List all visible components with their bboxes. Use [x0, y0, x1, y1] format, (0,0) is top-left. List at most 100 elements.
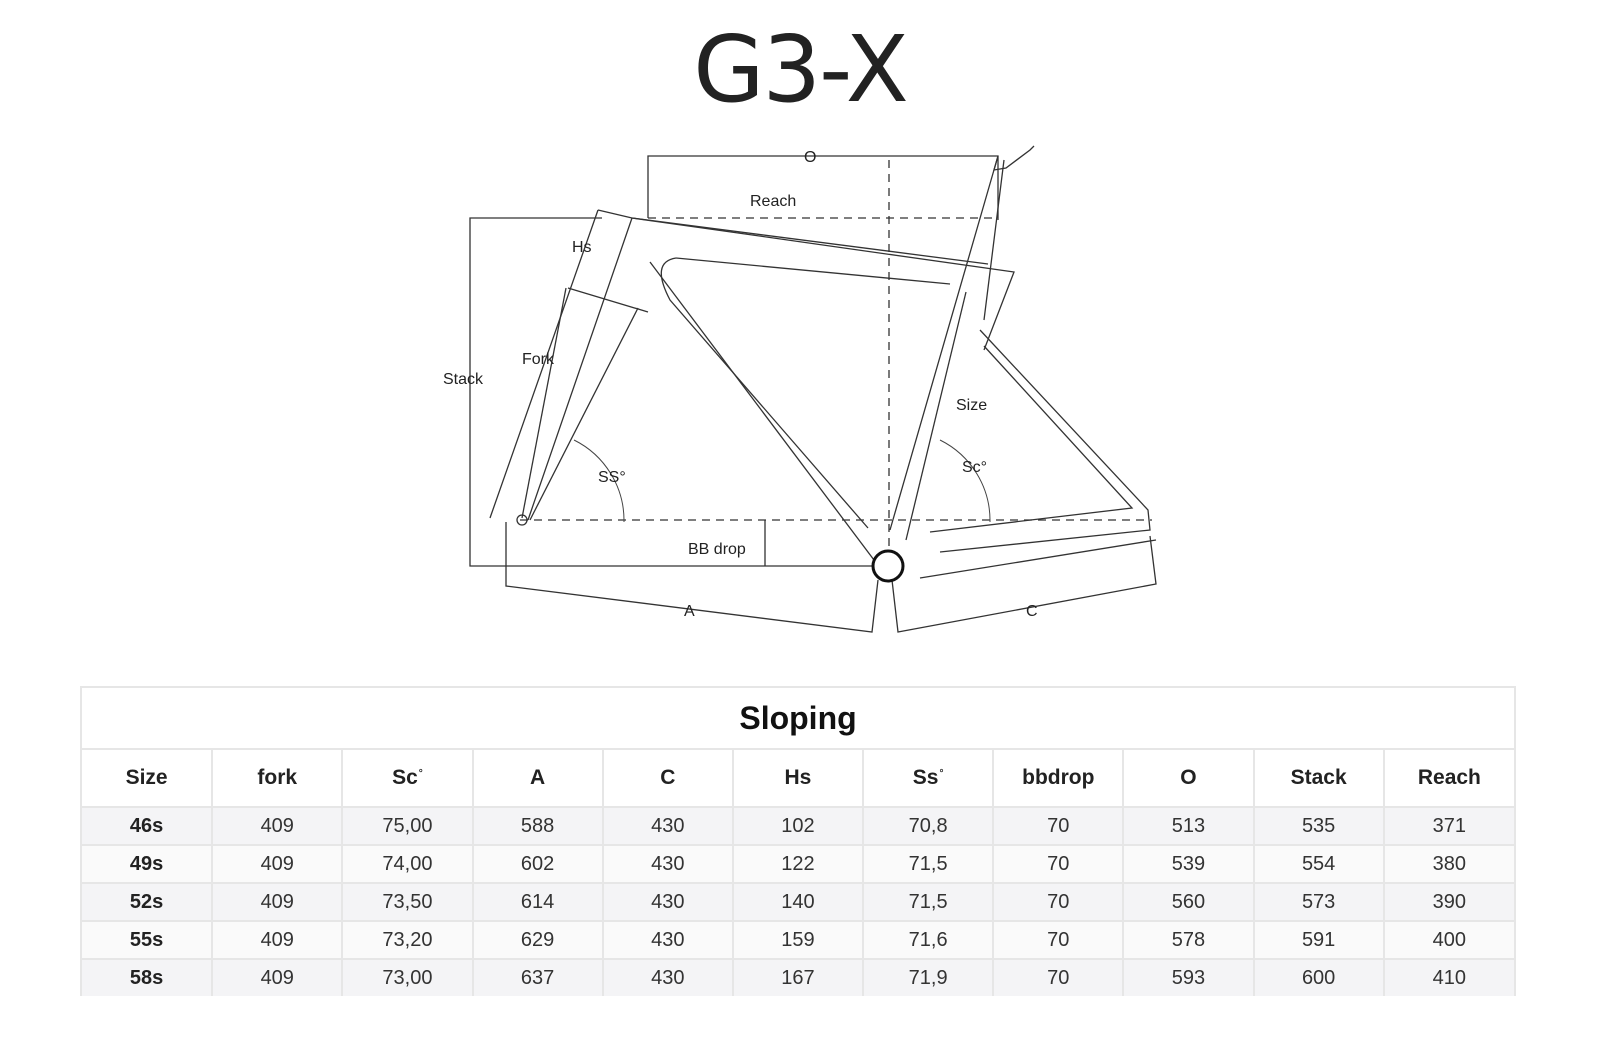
table-cell: 75,00 — [342, 807, 474, 846]
table-cell: 629 — [472, 921, 604, 960]
table-cell: 140 — [732, 883, 865, 922]
reach-label: Reach — [750, 193, 796, 210]
table-cell: 600 — [1253, 959, 1385, 996]
table-cell: 70 — [993, 921, 1125, 960]
table-cell: 74,00 — [342, 845, 474, 884]
table-cell: 71,5 — [863, 883, 995, 922]
table-cell: 102 — [732, 807, 865, 846]
table-cell: 535 — [1253, 807, 1385, 846]
brand-logo: G3-X — [693, 16, 908, 123]
column-header-c: C — [602, 750, 734, 808]
o-label: O — [804, 149, 816, 166]
column-header-label: Stack — [1290, 766, 1347, 789]
down-tube — [660, 257, 869, 529]
chain-stay — [929, 345, 1134, 533]
seat-tube-front — [889, 155, 999, 531]
column-header-label: Hs — [784, 766, 812, 789]
size-cell: 55s — [82, 921, 214, 960]
fork-leg-2 — [529, 307, 639, 521]
degree-mark: ° — [418, 768, 423, 779]
column-header-label: C — [660, 766, 676, 789]
ss-label: SS° — [598, 469, 626, 486]
table-cell: 400 — [1383, 921, 1514, 960]
table-cell: 409 — [212, 959, 344, 996]
fork-label: Fork — [522, 351, 555, 368]
table-cell: 73,00 — [342, 959, 474, 996]
table-cell: 371 — [1383, 807, 1514, 846]
size-cell: 46s — [82, 807, 214, 846]
ss-angle-arc — [573, 439, 625, 523]
bb-drop-label: BB drop — [688, 541, 746, 558]
column-header-label: Ss — [912, 766, 939, 789]
table-cell: 73,20 — [342, 921, 474, 960]
seat-tube-lower — [905, 291, 967, 541]
table-cell: 409 — [212, 845, 344, 884]
table-cell: 380 — [1383, 845, 1514, 884]
table-cell: 539 — [1123, 845, 1255, 884]
table-cell: 409 — [212, 921, 344, 960]
front-axle — [516, 514, 528, 526]
column-header-ss: Ss° — [863, 750, 995, 808]
seat-tube-back — [983, 159, 1005, 321]
stack-label: Stack — [443, 371, 484, 388]
table-cell: 73,50 — [342, 883, 474, 922]
degree-mark: ° — [939, 768, 944, 779]
size-cell: 52s — [82, 883, 214, 922]
a-dimension-line — [505, 522, 879, 633]
table-cell: 588 — [472, 807, 604, 846]
table-cell: 578 — [1123, 921, 1255, 960]
column-header-stack: Stack — [1253, 750, 1385, 808]
table-cell: 159 — [732, 921, 865, 960]
table-cell: 430 — [602, 959, 734, 996]
table-cell: 122 — [732, 845, 865, 884]
seat-stay — [939, 329, 1151, 553]
column-header-sc: Sc° — [342, 750, 474, 808]
frame-geometry-diagram: O Reach Hs Fork Stack Size SS° Sc° BB dr… — [443, 145, 1157, 633]
table-cell: 70 — [993, 845, 1125, 884]
down-tube-back — [649, 261, 881, 569]
size-cell: 58s — [82, 959, 214, 996]
sc-label: Sc° — [962, 459, 987, 476]
table-cell: 430 — [602, 883, 734, 922]
a-label: A — [684, 603, 695, 620]
table-cell: 410 — [1383, 959, 1514, 996]
bottom-bracket — [871, 549, 905, 583]
table-cell: 430 — [602, 807, 734, 846]
table-cell: 602 — [472, 845, 604, 884]
table-cell: 70 — [993, 807, 1125, 846]
table-cell: 593 — [1123, 959, 1255, 996]
column-header-size: Size — [82, 750, 214, 808]
table-cell: 71,5 — [863, 845, 995, 884]
hs-label: Hs — [572, 239, 592, 256]
column-header-label: A — [530, 766, 546, 789]
sc-angle-arc — [939, 439, 991, 523]
fork-leg — [521, 287, 567, 519]
table-cell: 390 — [1383, 883, 1514, 922]
table-cell: 70 — [993, 959, 1125, 996]
table-cell: 70,8 — [863, 807, 995, 846]
head-tube-front — [489, 209, 599, 519]
table-cell: 409 — [212, 883, 344, 922]
head-tube-box — [597, 209, 1015, 351]
column-header-label: Size — [125, 766, 168, 789]
head-tube-back — [527, 217, 633, 521]
column-header-label: O — [1180, 766, 1197, 789]
table-cell: 573 — [1253, 883, 1385, 922]
table-cell: 554 — [1253, 845, 1385, 884]
column-header-label: bbdrop — [1022, 766, 1095, 789]
size-label: Size — [956, 397, 987, 414]
column-header-label: fork — [257, 766, 298, 789]
top-tube-upper — [631, 217, 989, 265]
c-label: C — [1026, 603, 1038, 620]
table-cell: 513 — [1123, 807, 1255, 846]
c-dimension-line — [891, 535, 1157, 633]
seat-post — [993, 145, 1035, 171]
column-header-a: A — [472, 750, 604, 808]
